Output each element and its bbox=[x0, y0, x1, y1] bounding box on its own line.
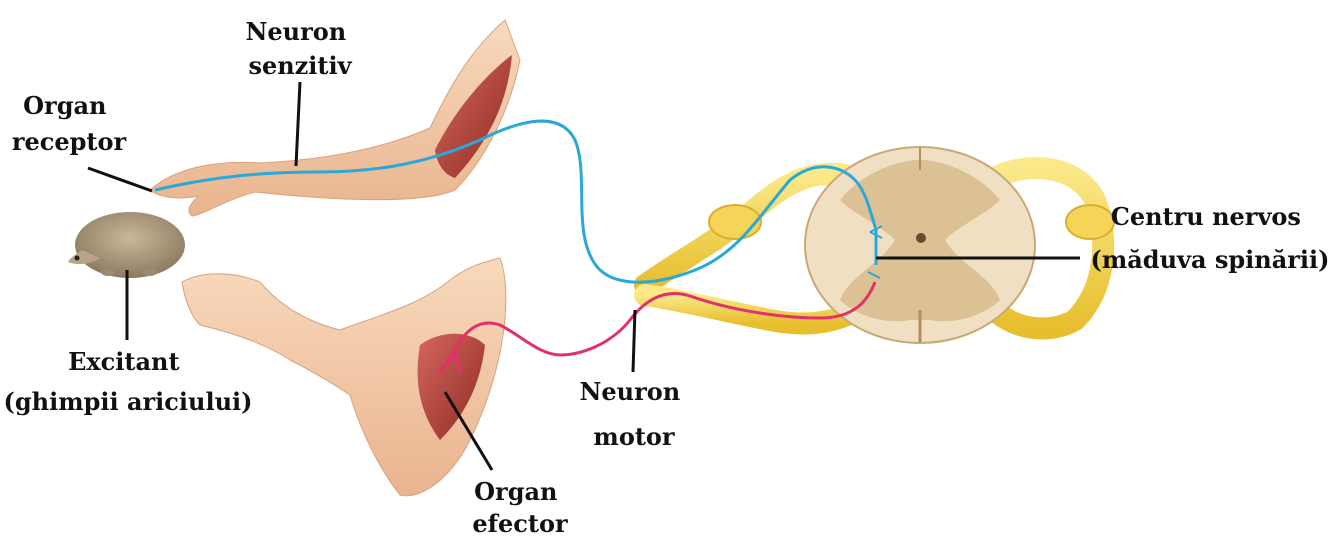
stimulus-label-line2: (ghimpii ariciului) bbox=[4, 387, 253, 416]
spinal-cord-section bbox=[805, 147, 1035, 343]
nerve-center-label-line2: (măduva spinării) bbox=[1090, 245, 1329, 274]
leader-sensory-neuron bbox=[296, 82, 300, 166]
nerve-center-label-line1: Centru nervos bbox=[1111, 202, 1301, 231]
receptor-organ-label-line1: Organ bbox=[23, 91, 106, 120]
receptor-organ-label-line2: receptor bbox=[12, 127, 127, 156]
motor-neuron-label-line2: motor bbox=[593, 422, 674, 451]
nerve-center-label: Centru nervos (măduva spinării) bbox=[1090, 202, 1329, 274]
motor-neuron-label: Neuron motor bbox=[579, 377, 688, 451]
sensory-neuron-label: Neuron senzitiv bbox=[245, 17, 354, 80]
sensory-neuron-label-line1: Neuron bbox=[245, 17, 346, 46]
effector-organ-label-line2: efector bbox=[472, 509, 568, 538]
receptor-organ-label: Organ receptor bbox=[12, 91, 127, 156]
motor-neuron-label-line1: Neuron bbox=[579, 377, 680, 406]
sensory-neuron-label-line2: senzitiv bbox=[248, 51, 352, 80]
effector-organ-label-line1: Organ bbox=[474, 477, 557, 506]
leader-motor-neuron bbox=[633, 310, 635, 372]
hedgehog-image bbox=[68, 212, 185, 278]
stimulus-label-line1: Excitant bbox=[68, 347, 180, 376]
leader-receptor-organ bbox=[88, 168, 152, 191]
stimulus-label: Excitant (ghimpii ariciului) bbox=[4, 347, 253, 416]
lower-arm bbox=[182, 258, 506, 496]
effector-organ-label: Organ efector bbox=[472, 477, 568, 538]
upper-arm bbox=[150, 20, 520, 216]
